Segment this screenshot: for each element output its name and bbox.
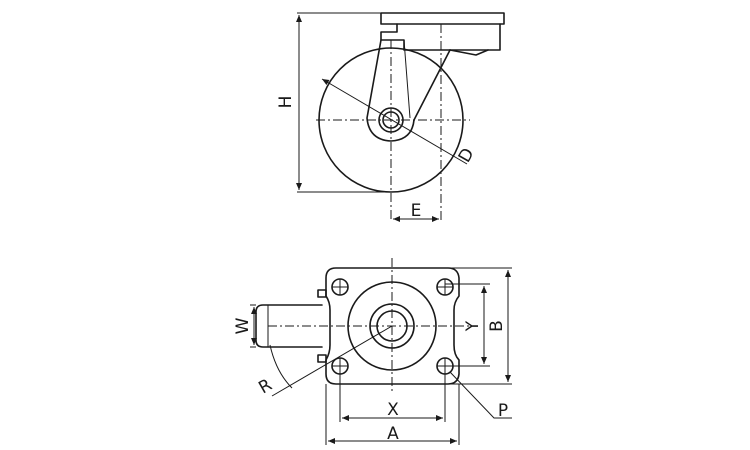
d-dimension-line (321, 78, 468, 165)
side-view: H D E (276, 12, 505, 222)
swivel-radius-arc (269, 344, 293, 389)
fork-leg (366, 39, 451, 142)
dimension-label-d: D (455, 145, 479, 166)
dimension-label-b: B (487, 320, 507, 332)
p-leader (449, 371, 512, 419)
fork-back (449, 49, 489, 56)
dimension-label-a: A (387, 424, 399, 444)
r-leader (271, 325, 393, 397)
dimension-label-r: R (255, 375, 275, 398)
tab-upper (317, 289, 327, 298)
dimension-label-p: P (498, 401, 508, 421)
dimension-label-e: E (411, 201, 422, 221)
fork-leg-inner (403, 39, 411, 119)
tab-lower (317, 354, 327, 363)
swivel-housing (380, 23, 501, 51)
plan-view: R W Y B P X A (233, 258, 512, 445)
dimension-label-w: W (233, 317, 253, 334)
dimension-label-y: Y (463, 320, 483, 332)
dimension-label-x: X (387, 400, 399, 420)
mounting-plate (380, 12, 505, 25)
dimension-label-h: H (276, 96, 296, 109)
